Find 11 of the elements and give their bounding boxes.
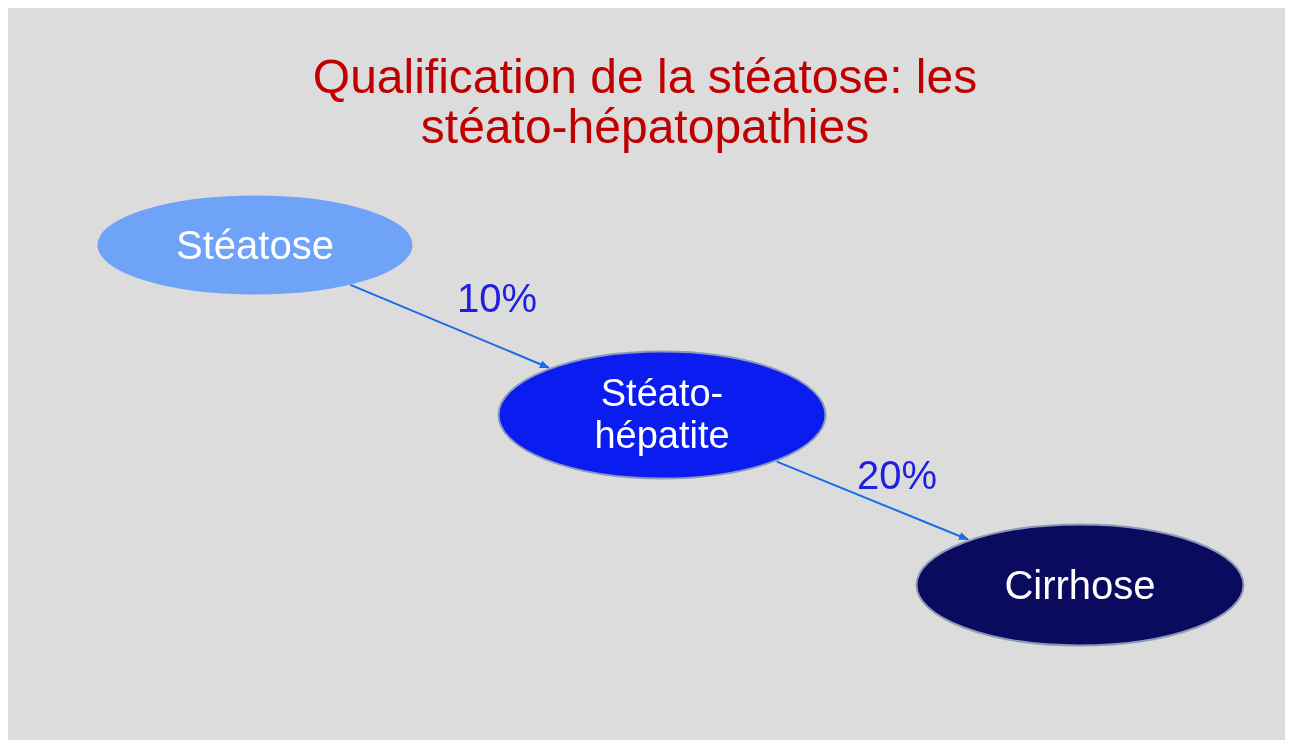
node-label: Cirrhose: [1003, 562, 1157, 609]
arrow: [349, 283, 550, 369]
ellipse-node: [497, 350, 827, 480]
ellipse-node: [97, 195, 413, 295]
title: Qualification de la stéatose: les stéato-hépatopathies: [311, 52, 979, 153]
ellipse-node: [915, 523, 1245, 647]
node-label: Stéatose: [175, 222, 335, 269]
node-label: Stéato- hépatite: [593, 373, 731, 457]
edge-label: 20%: [856, 455, 938, 495]
arrow: [775, 460, 970, 541]
edge-label: 10%: [456, 278, 538, 318]
